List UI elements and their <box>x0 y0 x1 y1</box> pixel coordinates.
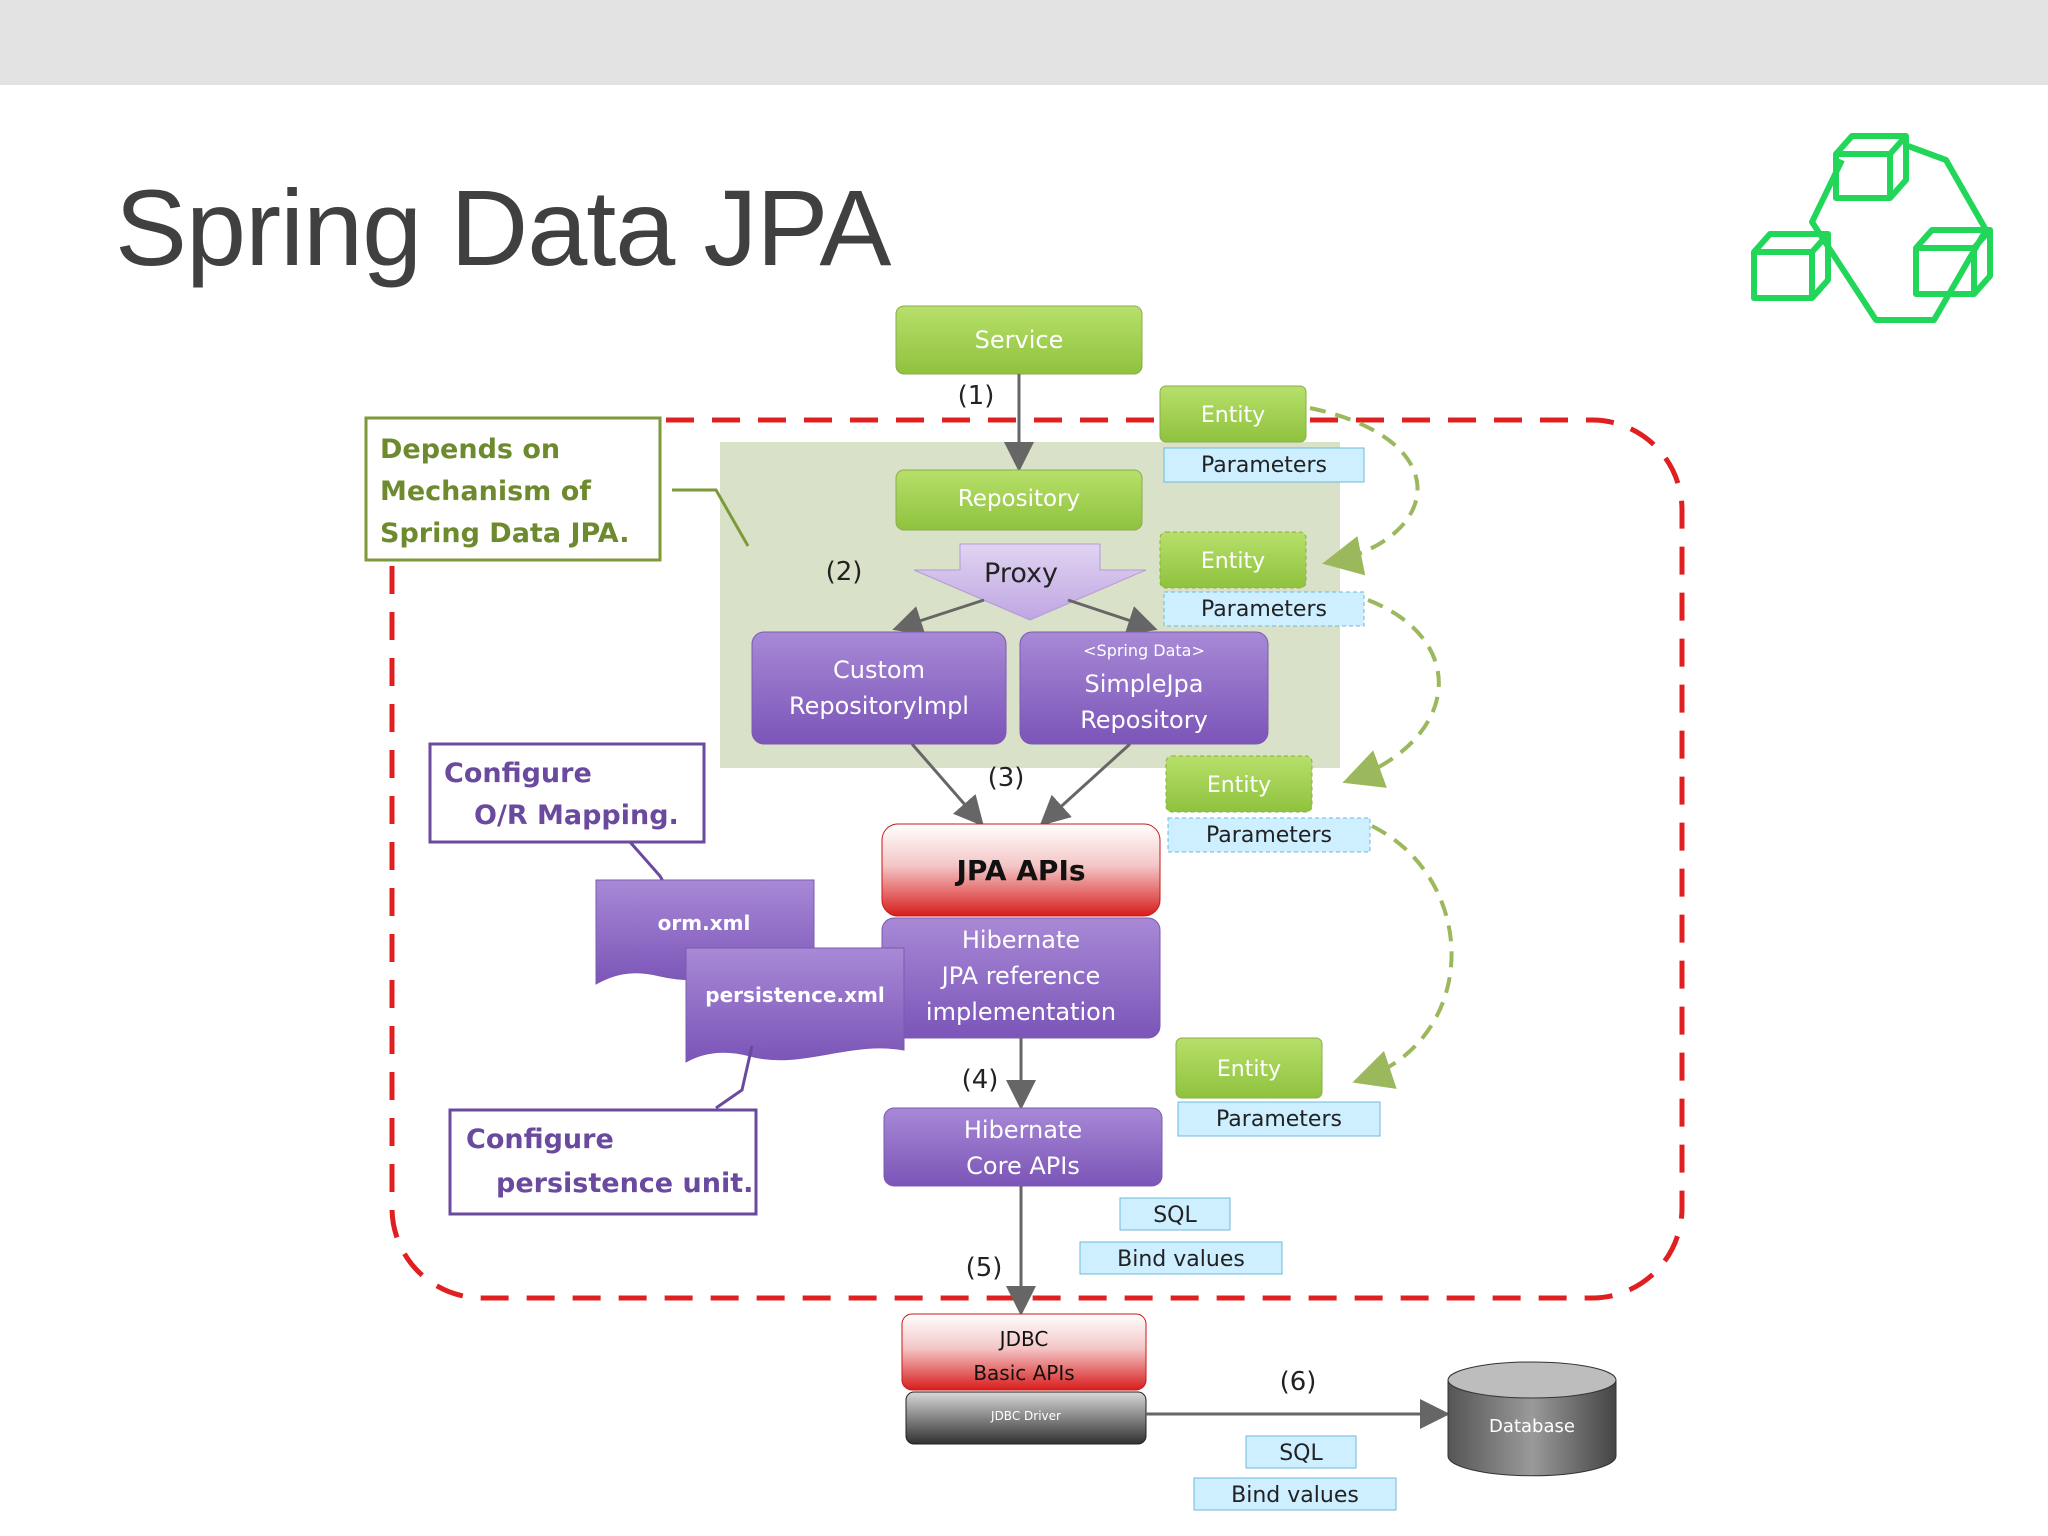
sql-box-1 <box>1119 1197 1231 1231</box>
repository-node <box>895 469 1143 531</box>
persistence-xml-document <box>685 947 905 1063</box>
bind-values-label-1: Bind values <box>1117 1247 1245 1272</box>
depends-on-note <box>364 416 662 562</box>
entity-box-3 <box>1165 755 1313 813</box>
persistence-xml-label: persistence.xml <box>705 983 884 1007</box>
depends-line3: Spring Data JPA. <box>380 518 629 549</box>
depends-note-callout <box>672 488 750 547</box>
step-2-label: (2) <box>826 557 863 587</box>
jdbc-driver-node <box>905 1391 1147 1445</box>
bind-values-label-2: Bind values <box>1231 1483 1359 1508</box>
hibernate-jpa-line2: JPA reference <box>940 962 1101 990</box>
step-6-label: (6) <box>1280 1367 1317 1397</box>
bind-values-box-1 <box>1079 1241 1283 1275</box>
repository-label: Repository <box>958 486 1080 512</box>
or-mapping-note <box>428 742 706 844</box>
entity-flow-arrow-3 <box>1352 824 1454 1089</box>
proxy-arrow-shape <box>913 543 1147 621</box>
hibernate-core-node <box>883 1107 1163 1187</box>
custom-repo-line1: Custom <box>833 656 925 684</box>
connected-cubes-icon <box>1751 133 1993 323</box>
service-label: Service <box>975 326 1064 354</box>
step-1-label: (1) <box>958 381 995 411</box>
database-cylinder <box>1447 1380 1617 1477</box>
simplejpa-line2: Repository <box>1080 706 1208 734</box>
entity-flow-arrow-1 <box>1309 406 1420 576</box>
entity-label-3: Entity <box>1207 773 1271 798</box>
hibernate-core-line1: Hibernate <box>964 1116 1082 1144</box>
hibernate-jpa-line3: implementation <box>926 998 1116 1026</box>
entity-label-1: Entity <box>1201 403 1265 428</box>
pu-note-callout <box>715 1045 754 1110</box>
step-3-label: (3) <box>988 763 1025 793</box>
pu-note-line1: Configure <box>466 1124 614 1155</box>
depends-line2: Mechanism of <box>380 476 591 507</box>
parameters-box-4 <box>1177 1101 1381 1137</box>
simplejpa-to-jpa-arrow <box>1039 742 1132 827</box>
simplejpa-line1: SimpleJpa <box>1085 670 1204 698</box>
parameters-label-2: Parameters <box>1201 597 1327 622</box>
jdbc-line2: Basic APIs <box>973 1361 1074 1385</box>
entity-label-2: Entity <box>1201 549 1265 574</box>
jdbc-line1: JDBC <box>998 1327 1049 1351</box>
parameters-box-3 <box>1167 817 1371 853</box>
custom-to-jpa-arrow <box>910 743 984 827</box>
jpa-apis-node <box>881 823 1161 917</box>
simplejpa-repository-node <box>1019 631 1269 745</box>
persistence-unit-note <box>448 1108 758 1216</box>
jdbc-driver-label: JDBC Driver <box>990 1409 1061 1423</box>
step-4-label: (4) <box>962 1065 999 1095</box>
custom-repository-impl-node <box>751 631 1007 745</box>
entity-box-4 <box>1175 1037 1323 1099</box>
parameters-box-1 <box>1163 447 1365 483</box>
sql-box-2 <box>1245 1435 1357 1469</box>
database-label: Database <box>1489 1416 1575 1437</box>
jdbc-basic-apis-node <box>901 1313 1147 1391</box>
entity-box-1 <box>1159 385 1307 443</box>
slide-title: Spring Data JPA <box>115 167 891 288</box>
spring-data-boundary <box>389 417 1685 1301</box>
simplejpa-line0: <Spring Data> <box>1083 641 1205 660</box>
orm-note-line2: O/R Mapping. <box>474 800 679 831</box>
entity-flow-arrow-2 <box>1342 598 1441 788</box>
sql-label-1: SQL <box>1153 1203 1197 1228</box>
proxy-to-custom-arrow <box>892 598 985 635</box>
hibernate-jpa-line1: Hibernate <box>962 926 1080 954</box>
proxy-label: Proxy <box>984 558 1058 589</box>
sql-label-2: SQL <box>1279 1441 1323 1466</box>
top-bar <box>0 0 2048 85</box>
step-5-label: (5) <box>966 1253 1003 1283</box>
orm-note-line1: Configure <box>444 758 592 789</box>
proxy-to-simplejpa-arrow <box>1067 598 1158 635</box>
database-top <box>1447 1361 1617 1399</box>
parameters-box-2 <box>1163 591 1365 627</box>
parameters-label-3: Parameters <box>1206 823 1332 848</box>
entity-box-2 <box>1159 531 1307 589</box>
custom-repo-line2: RepositoryImpl <box>789 692 969 720</box>
bind-values-box-2 <box>1193 1477 1397 1511</box>
depends-line1: Depends on <box>380 434 560 465</box>
pu-note-line2: persistence unit. <box>496 1168 753 1199</box>
jpa-apis-label: JPA APIs <box>954 854 1085 887</box>
orm-xml-label: orm.xml <box>658 911 751 935</box>
parameters-label-4: Parameters <box>1216 1107 1342 1132</box>
entity-label-4: Entity <box>1217 1057 1281 1082</box>
parameters-label-1: Parameters <box>1201 453 1327 478</box>
hibernate-core-line2: Core APIs <box>966 1152 1080 1180</box>
